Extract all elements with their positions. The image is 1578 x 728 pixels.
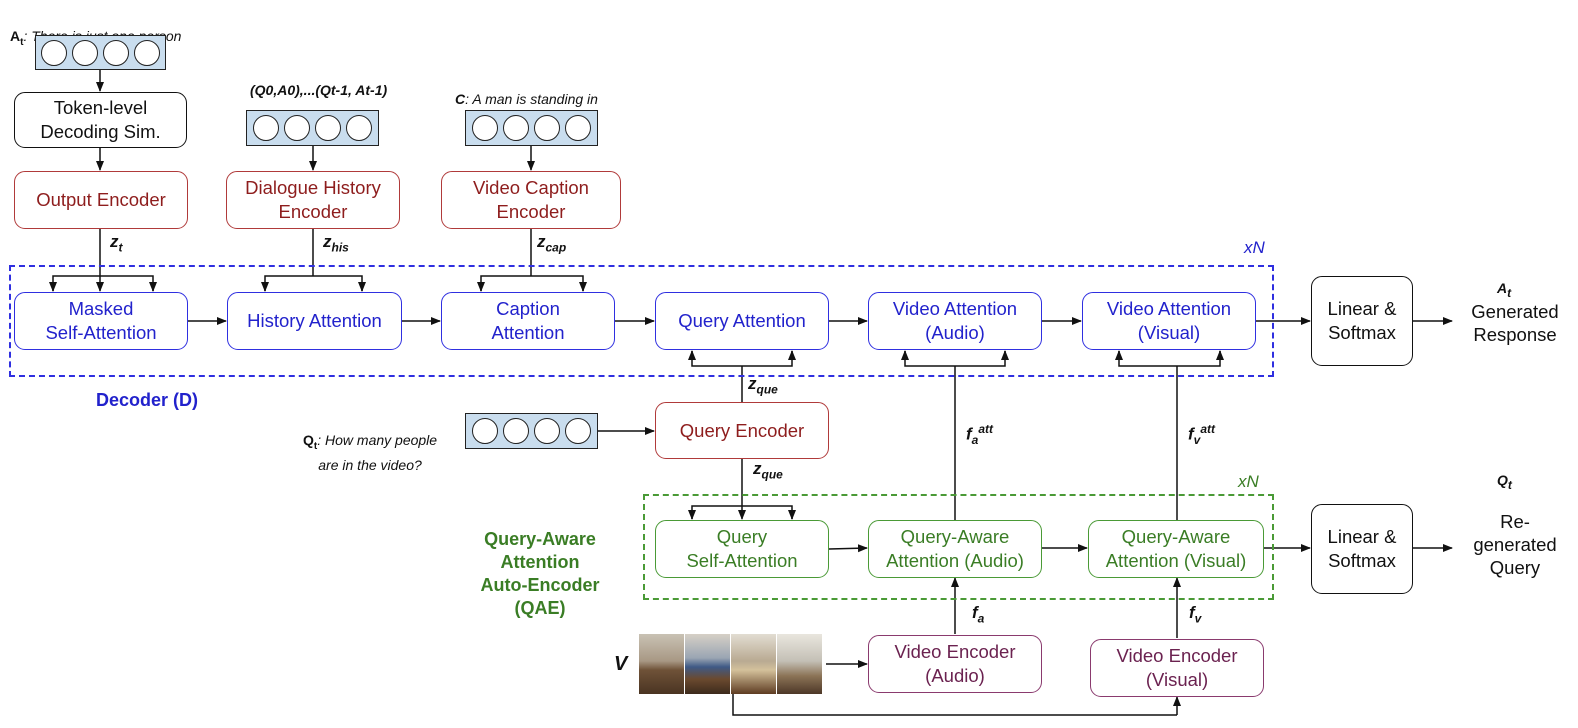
qa-attention-audio-box: Query-Aware Attention (Audio) xyxy=(868,520,1042,578)
generated-response-text: Generated Response xyxy=(1471,301,1559,345)
caption-attention-box: Caption Attention xyxy=(441,292,615,350)
dialogue-history-encoder-box: Dialogue History Encoder xyxy=(226,171,400,229)
video-frames-image xyxy=(639,634,823,694)
qae-label: Query-Aware Attention Auto-Encoder (QAE) xyxy=(480,529,600,618)
z-t-symbol: zt xyxy=(110,232,123,255)
token-decoding-sim-box: Token-level Decoding Sim. xyxy=(14,92,187,148)
query-encoder-box: Query Encoder xyxy=(655,402,829,459)
history-tokens xyxy=(246,110,379,146)
z-que-symbol-top: zque xyxy=(748,374,778,397)
query-caption: Qt: How many people are in the video? xyxy=(303,432,438,473)
output-encoder-box: Output Encoder xyxy=(14,171,188,229)
output-a-t-symbol: At xyxy=(1497,280,1512,300)
history-attention-box: History Attention xyxy=(227,292,402,350)
qae-repeat-label: xN xyxy=(1238,472,1259,491)
decoder-label: Decoder (D) xyxy=(96,390,199,410)
answer-tokens xyxy=(35,35,166,70)
linear-softmax-bottom-box: Linear & Softmax xyxy=(1311,504,1413,594)
qa-attention-visual-box: Query-Aware Attention (Visual) xyxy=(1088,520,1264,578)
video-label: V xyxy=(614,653,628,675)
video-caption-encoder-box: Video Caption Encoder xyxy=(441,171,621,229)
masked-self-attention-box: Masked Self-Attention xyxy=(14,292,188,350)
caption-tokens xyxy=(465,110,598,146)
regenerated-query-text: Re- generated Query xyxy=(1473,511,1557,578)
video-encoder-audio-box: Video Encoder (Audio) xyxy=(868,635,1042,693)
f-a-symbol: fa xyxy=(972,603,985,626)
history-caption: (Q0,A0),...(Qt-1, At-1) xyxy=(250,82,388,98)
qae-region xyxy=(643,494,1274,600)
query-attention-box: Query Attention xyxy=(655,292,829,350)
z-his-symbol: zhis xyxy=(323,232,349,255)
z-cap-symbol: zcap xyxy=(537,232,567,255)
decoder-repeat-label: xN xyxy=(1244,238,1265,257)
z-que-symbol-bottom: zque xyxy=(753,459,783,482)
decoder-region xyxy=(9,265,1274,377)
output-q-t-symbol: Qt xyxy=(1497,472,1512,492)
f-a-att-symbol: faatt xyxy=(966,422,994,448)
video-encoder-visual-box: Video Encoder (Visual) xyxy=(1090,639,1264,697)
query-tokens xyxy=(465,413,598,449)
f-v-att-symbol: fvatt xyxy=(1188,422,1216,448)
f-v-symbol: fv xyxy=(1189,603,1202,626)
query-self-attention-box: Query Self-Attention xyxy=(655,520,829,578)
video-attention-visual-box: Video Attention (Visual) xyxy=(1082,292,1256,350)
video-attention-audio-box: Video Attention (Audio) xyxy=(868,292,1042,350)
linear-softmax-top-box: Linear & Softmax xyxy=(1311,276,1413,366)
